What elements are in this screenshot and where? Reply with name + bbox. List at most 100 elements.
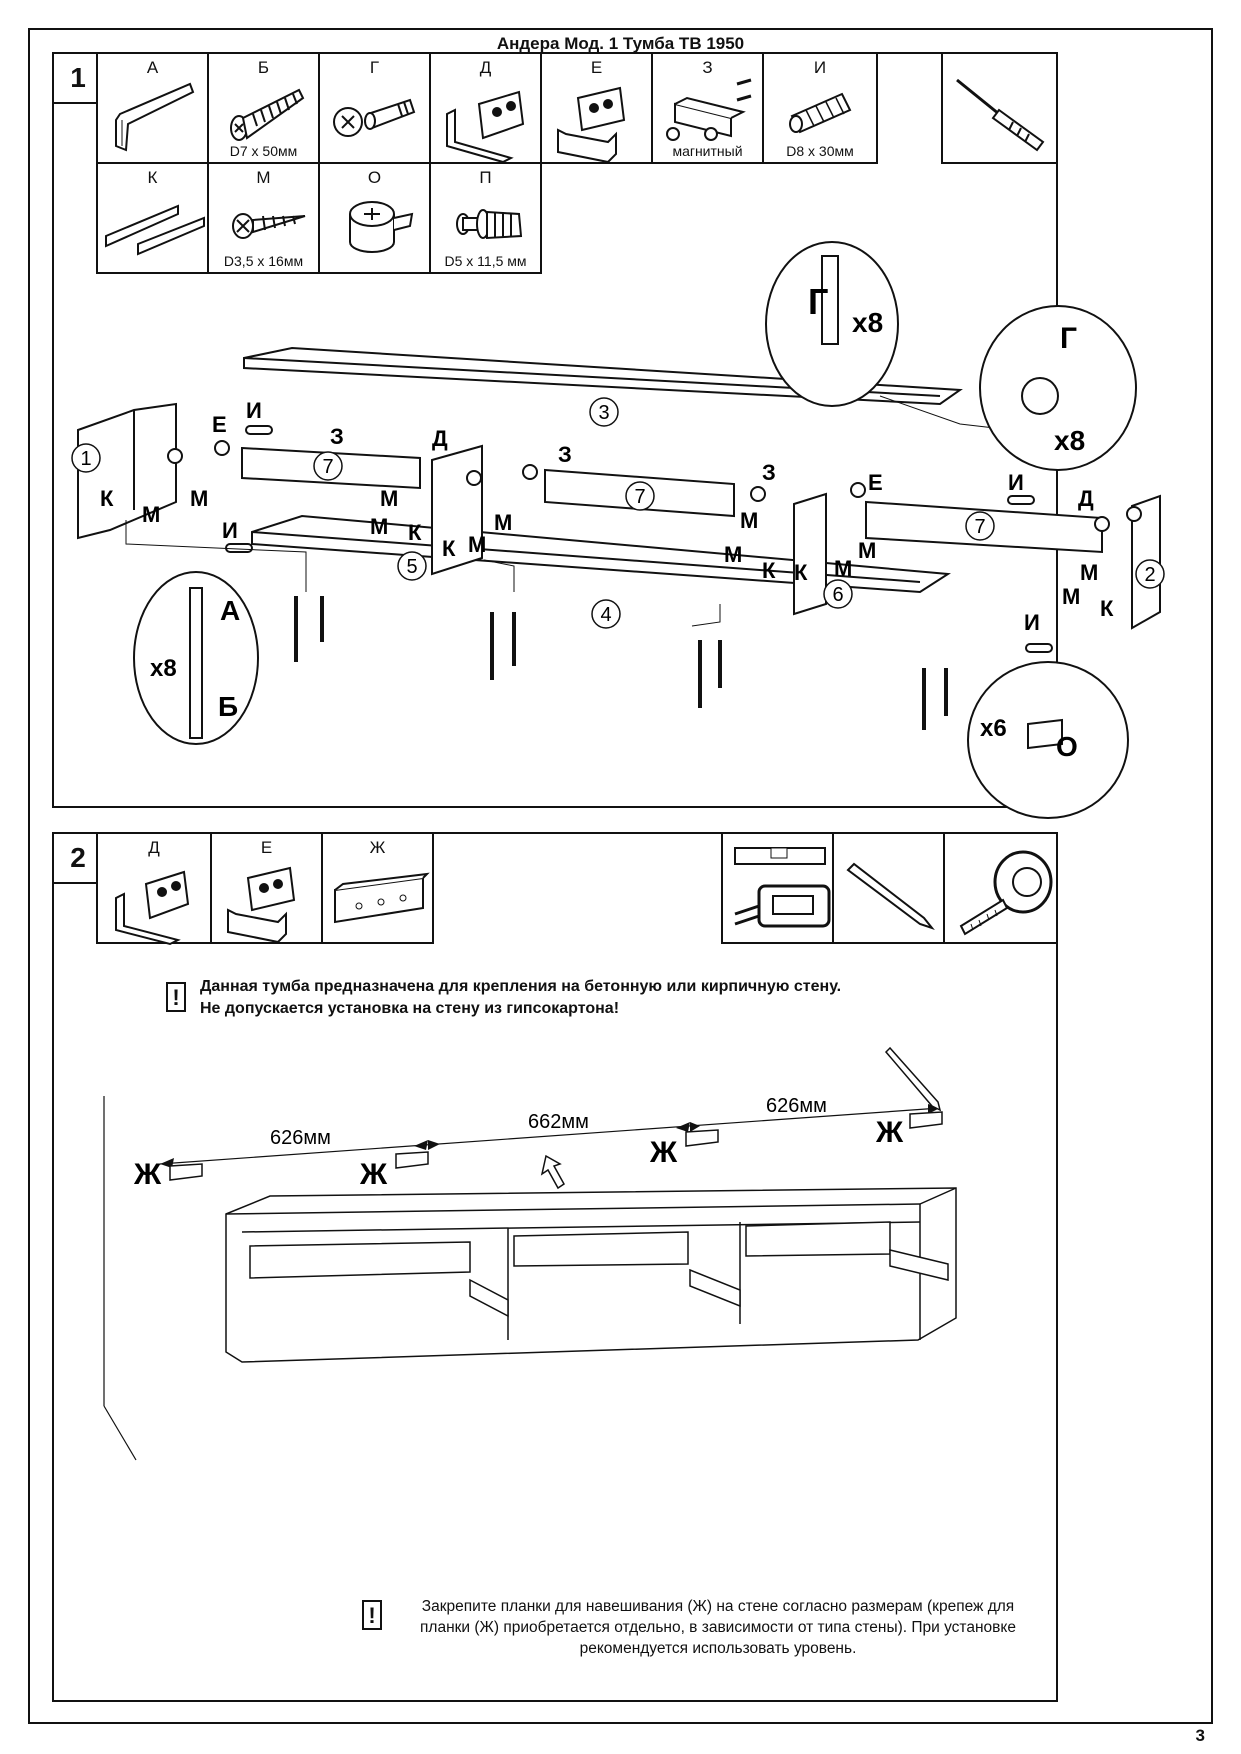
tool-cell-tape xyxy=(943,832,1058,944)
label-i: И xyxy=(1008,470,1024,495)
label-i: И xyxy=(246,398,262,423)
part-letter: Г xyxy=(369,58,380,77)
divider-panel-6 xyxy=(793,492,827,616)
confirmat-screw-icon xyxy=(230,88,305,141)
part-cell-e-2: Е xyxy=(210,832,323,944)
panel-number: 4 xyxy=(600,604,611,626)
cam-lock-icon xyxy=(349,201,414,253)
note-line-2: планки (Ж) приобретается отдельно, в зав… xyxy=(420,1619,1016,1636)
panel-number: 2 xyxy=(1144,564,1155,586)
part-caption: D3,5 x 16мм xyxy=(223,253,304,269)
part-letter: И xyxy=(813,58,827,77)
rail-label: Ж xyxy=(649,1136,678,1169)
dowel xyxy=(1007,495,1035,505)
hex-key-icon xyxy=(115,82,195,152)
part-cell-i: И D8 x 30мм xyxy=(762,52,878,164)
label-m: М xyxy=(858,538,876,563)
label-e: Е xyxy=(868,470,883,495)
mounting-rail-icon xyxy=(334,872,430,924)
dimension-middle: 662мм xyxy=(528,1111,589,1133)
part-letter: Ж xyxy=(369,838,386,857)
pencil-icon xyxy=(846,862,935,931)
part-letter: П xyxy=(479,168,492,187)
tape-measure-icon xyxy=(959,850,1053,936)
callout-g-right-count: x8 xyxy=(1054,425,1085,456)
cam-lock-bolt-icon xyxy=(333,98,416,137)
back-panel xyxy=(249,1241,471,1279)
label-m: М xyxy=(724,542,742,567)
bottom-panel xyxy=(251,514,951,594)
warning-icon: ! xyxy=(166,982,186,1012)
part-letter: З xyxy=(702,58,713,77)
part-caption: магнитный xyxy=(672,143,743,159)
callout-g-right-letter: Г xyxy=(1060,322,1077,355)
rail-label: Ж xyxy=(875,1116,904,1149)
part-letter: Б xyxy=(257,58,270,77)
label-z: З xyxy=(558,442,572,467)
callout-ab-count: x8 xyxy=(150,655,177,682)
label-k: К xyxy=(442,536,456,561)
drawer-runner-icon xyxy=(105,204,205,256)
dimension-left: 626мм xyxy=(270,1127,331,1149)
label-k: К xyxy=(794,560,808,585)
part-caption: D8 x 30мм xyxy=(786,143,854,159)
part-caption: D5 x 11,5 мм xyxy=(444,253,527,269)
panel-number: 7 xyxy=(634,486,645,508)
rail-label: Ж xyxy=(133,1158,162,1191)
rail-label: Ж xyxy=(359,1158,388,1191)
label-e: Е xyxy=(212,412,227,437)
top-panel xyxy=(243,346,963,406)
panel-number: 6 xyxy=(832,584,843,606)
callout-o-letter: О xyxy=(1056,731,1078,762)
label-m: М xyxy=(740,508,758,533)
wood-dowel-icon xyxy=(789,92,852,134)
wall-type-warning: Данная тумба предназначена для крепления… xyxy=(200,976,841,1020)
label-z: З xyxy=(330,424,344,449)
part-cell-p: П D5 x 11,5 мм xyxy=(429,162,542,274)
warning-line-1: Данная тумба предназначена для крепления… xyxy=(200,978,842,995)
label-m: М xyxy=(494,510,512,535)
part-letter: Е xyxy=(260,838,273,857)
part-letter: А xyxy=(146,58,159,77)
label-k: К xyxy=(762,558,776,583)
step-1-assembly-drawing: Г x8 Г x8 А x8 Б x6 О 1 2 3 4 5 6 7 7 7 … xyxy=(71,241,1165,819)
label-m: М xyxy=(1080,560,1098,585)
panel-number: 1 xyxy=(80,448,91,470)
wall-hanger-left-icon xyxy=(115,870,190,946)
pencil-icon xyxy=(884,1046,942,1112)
spirit-level-icon xyxy=(734,847,831,928)
callout-b-letter: Б xyxy=(218,691,238,722)
rail-installation-note: Закрепите планки для навешивания (Ж) на … xyxy=(388,1596,1048,1659)
wall-hanger-left-icon xyxy=(446,90,525,164)
part-cell-d: Д xyxy=(429,52,542,164)
label-d: Д xyxy=(432,426,448,451)
page-border xyxy=(28,28,1213,1724)
part-letter: О xyxy=(367,168,382,187)
wood-screw-icon xyxy=(232,213,306,239)
page-number: 3 xyxy=(1195,1726,1205,1745)
label-m: М xyxy=(468,532,486,557)
part-cell-zh: Ж xyxy=(321,832,434,944)
step-1-number: 1 xyxy=(54,54,104,104)
part-caption: D7 x 50мм xyxy=(229,143,298,159)
up-arrow-icon xyxy=(540,1154,565,1190)
label-k: К xyxy=(408,520,422,545)
part-cell-o: О xyxy=(318,162,431,274)
document-title: Андера Мод. 1 Тумба ТВ 1950 xyxy=(496,34,745,53)
label-m: М xyxy=(834,556,852,581)
label-m: М xyxy=(1062,584,1080,609)
part-letter: Е xyxy=(590,58,603,77)
panel-number: 7 xyxy=(322,456,333,478)
cam-pin-icon xyxy=(456,209,523,240)
part-letter: М xyxy=(256,168,271,187)
label-i: И xyxy=(1024,610,1040,635)
part-cell-m: М D3,5 x 16мм xyxy=(207,162,320,274)
step-2-number: 2 xyxy=(54,834,104,884)
panel-number: 3 xyxy=(598,402,609,424)
callout-o-count: x6 xyxy=(980,715,1007,742)
dimension-right: 626мм xyxy=(766,1095,827,1117)
note-line-1: Закрепите планки для навешивания (Ж) на … xyxy=(421,1598,1015,1615)
label-m: М xyxy=(142,502,160,527)
magnetic-latch-icon xyxy=(666,78,752,141)
